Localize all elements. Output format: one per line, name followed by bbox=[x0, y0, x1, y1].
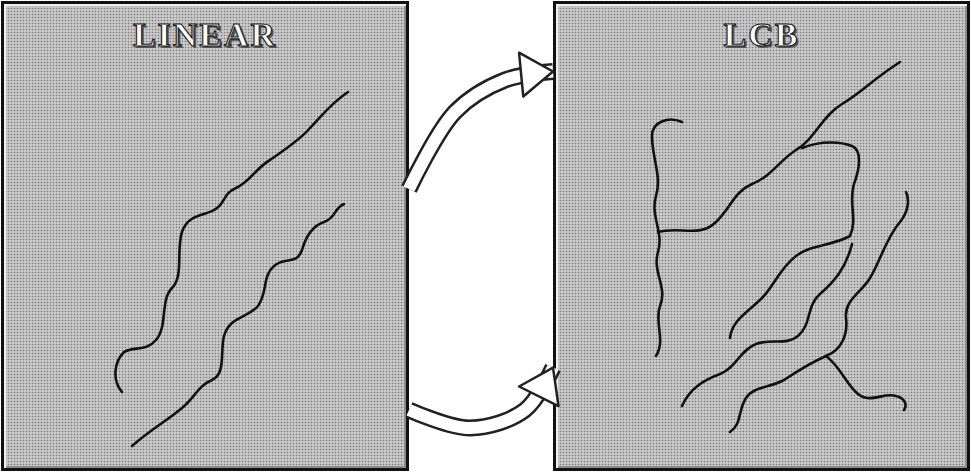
branched-chain bbox=[730, 356, 826, 432]
panel-box: LINEAR bbox=[1, 1, 409, 471]
branched-chain bbox=[826, 192, 908, 356]
curved-arrow bbox=[409, 368, 558, 428]
arrow-head bbox=[519, 53, 553, 97]
panel-box: LCB bbox=[553, 1, 970, 471]
linear-chain bbox=[115, 92, 348, 392]
arrow-body bbox=[409, 72, 553, 190]
branched-chain bbox=[730, 143, 859, 339]
branched-chain bbox=[682, 244, 852, 406]
curved-arrow bbox=[409, 53, 553, 189]
panel-title: LCB bbox=[556, 16, 967, 54]
branched-chain bbox=[826, 356, 906, 410]
arrow-head bbox=[519, 368, 558, 406]
arrow-outline bbox=[409, 368, 553, 428]
branched-chain bbox=[652, 120, 682, 356]
arrow-outline bbox=[409, 72, 553, 190]
arrow-body bbox=[409, 368, 553, 428]
linear-chain bbox=[132, 204, 344, 446]
panel-title: LINEAR bbox=[4, 16, 406, 54]
branched-chain bbox=[658, 62, 900, 232]
